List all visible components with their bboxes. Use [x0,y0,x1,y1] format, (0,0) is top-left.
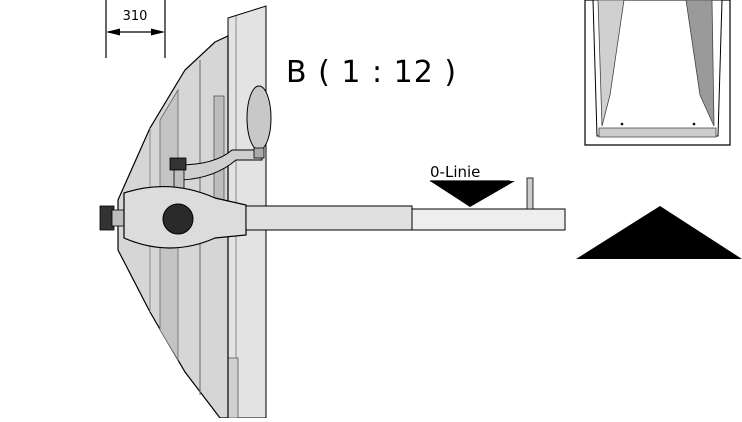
section-screw-right [692,122,696,126]
handle-neck [253,147,265,159]
arm-end-pin [526,177,534,210]
dimension-arrow-right [151,28,165,36]
rear-knob-collar [111,209,125,227]
handle-crank-arm [177,149,263,181]
section-wall-right [685,0,715,127]
dimension-arrow-left [106,28,120,36]
zero-line-triangle [430,181,515,207]
dimension-value: 310 [123,9,148,24]
door-handle [169,85,272,191]
section-screw-left [620,122,624,126]
arm-section-inner [245,205,413,231]
handle-grip [246,85,272,151]
hub-clamp-knob [162,203,194,235]
dimension-310: 310 [105,0,166,58]
section-view [584,0,731,146]
section-base-plate [598,127,717,138]
plate-lower-strip [227,357,239,419]
zero-line-marker: 0-Linie [430,163,515,207]
locking-knob-small [169,157,187,171]
pivot-arm-assembly [99,177,566,249]
arm-section-outer [411,208,566,231]
black-triangle-marker [576,206,742,259]
section-wall-left [597,0,625,127]
zero-line-label: 0-Linie [430,163,480,181]
view-scale-title: B ( 1 : 12 ) [286,55,457,90]
section-frame-inner [592,0,723,137]
